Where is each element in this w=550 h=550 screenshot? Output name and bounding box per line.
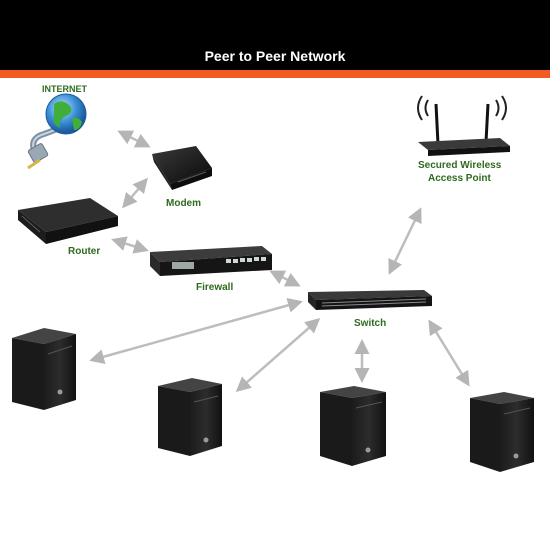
access-point-label-line1: Secured Wireless [418,160,502,171]
link-switch-pc4 [428,319,470,387]
firewall-appliance-icon [150,246,272,276]
desktop-tower-icon [12,328,76,410]
connection-links [89,130,470,392]
router-icon [18,198,118,244]
link-switch-pc2 [235,318,321,392]
link-firewall-switch [269,270,301,287]
link-internet-modem [117,130,151,148]
modem-label: Modem [166,198,201,209]
network-switch-icon [308,290,432,310]
link-modem-router [122,177,148,209]
firewall-label: Firewall [196,282,233,293]
link-switch-accesspoint [388,207,422,275]
page-title: Peer to Peer Network [204,48,346,64]
modem-icon [152,146,212,190]
header-bar [0,0,550,70]
desktop-tower-icon [320,386,386,466]
link-switch-pc1 [89,297,303,365]
desktop-tower-icon [158,378,222,456]
header-accent-stripe [0,70,550,78]
router-label: Router [68,246,100,257]
link-router-firewall [111,236,149,254]
internet-label: INTERNET [42,84,88,94]
wireless-access-point-icon [417,95,510,156]
access-point-label-line2: Access Point [428,173,491,184]
desktop-tower-icon [470,392,534,472]
switch-label: Switch [354,318,386,329]
globe-with-cable-icon [27,93,87,170]
